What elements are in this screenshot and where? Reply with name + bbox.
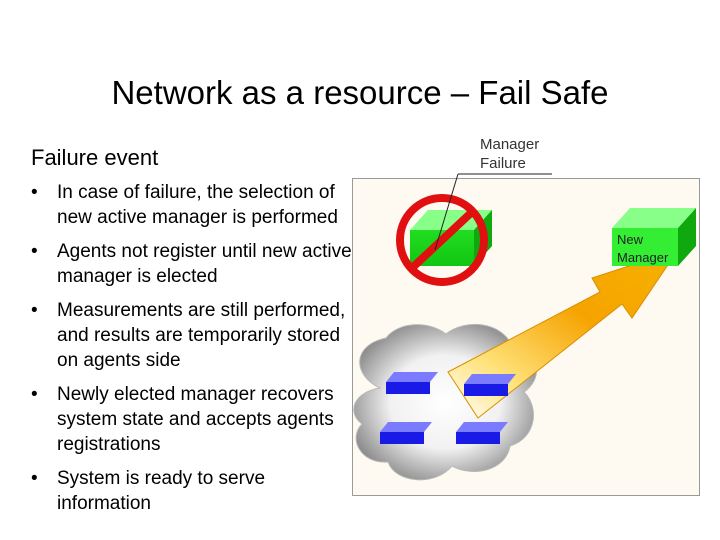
bullet-item: In case of failure, the selection of new… [31,180,361,230]
callout-line: Manager Failure [480,136,540,172]
blue-platform-icon [456,422,508,444]
bullet-item: Newly elected manager recovers system st… [31,382,361,457]
new-manager-text: New Manager [617,232,669,265]
blue-platform-icon [380,422,432,444]
new-manager-label: New Manager [617,231,668,267]
slide-title: Network as a resource – Fail Safe [111,74,609,111]
green-box-icon [612,208,696,266]
callout-leader [434,173,552,251]
no-entry-icon [396,194,488,286]
bullet-item: System is ready to serve information [31,466,361,516]
bullet-list: In case of failure, the selection of new… [31,180,361,525]
bullet-item: Measurements are still performed, and re… [31,298,361,373]
blue-platform-icon [386,372,438,394]
section-heading: Failure event [31,145,159,170]
blue-platform-icon [464,374,516,396]
manager-failure-label: Manager Failure [480,135,539,173]
bullet-item: Agents not register until new active man… [31,239,361,289]
